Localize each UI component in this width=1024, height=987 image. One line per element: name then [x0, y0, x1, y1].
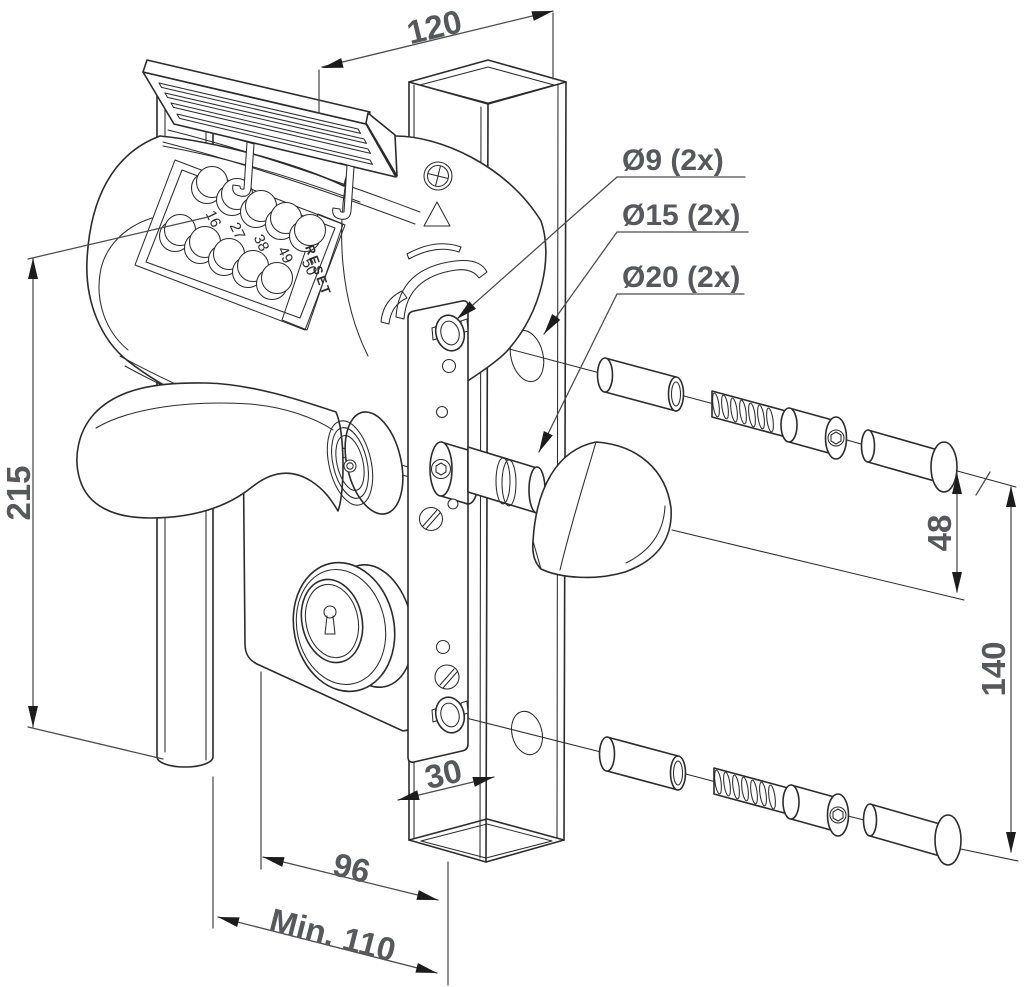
cover-cap-upper	[860, 429, 958, 493]
thumb-turn-knob	[531, 441, 672, 579]
spindle-and-knob	[467, 441, 672, 579]
fixation-lower	[598, 736, 962, 866]
socket-screw-lower	[713, 767, 850, 837]
reset-strip	[281, 213, 344, 331]
dim-96-label: 96	[330, 845, 374, 890]
leader-dia15: Ø15 (2x)	[543, 199, 749, 335]
spacer-sleeve-lower	[598, 736, 687, 791]
key-label-4-9: 49	[274, 244, 297, 266]
leader-dia20: Ø20 (2x)	[538, 261, 745, 453]
dim-30-label: 30	[421, 752, 465, 797]
key-label-5-0: 50	[298, 256, 321, 278]
dim-215-label: 215	[0, 465, 37, 520]
plate-stud-lower	[431, 696, 469, 734]
small-arc-slot	[406, 243, 462, 260]
label-dia9: Ø9 (2x)	[622, 144, 724, 177]
dim-min110: Min. 110	[212, 776, 438, 974]
handle-set-screw	[343, 459, 357, 473]
cover-latch-hooks	[232, 139, 355, 220]
spacer-sleeve-upper	[596, 357, 685, 412]
dim-48-label: 48	[921, 515, 958, 552]
cover-cap-lower	[862, 803, 962, 866]
mounting-plate	[407, 300, 480, 763]
keyhole	[323, 605, 337, 635]
slotted-screw-lower	[434, 664, 460, 690]
cover-rib-slots	[158, 82, 374, 165]
keypad: 16 27 38 49 50 RESET	[134, 159, 346, 331]
fixation-upper	[596, 357, 958, 493]
front-face-details	[380, 161, 488, 325]
lever-handle	[76, 382, 404, 519]
keypad-buttons	[158, 165, 327, 301]
dim-140-label: 140	[975, 641, 1012, 696]
large-arc-slot	[395, 259, 488, 320]
dim-min110-label: Min. 110	[266, 901, 400, 969]
slotted-screw-upper	[418, 506, 444, 532]
dim-215: 215	[0, 216, 209, 760]
dim-120-label: 120	[403, 2, 465, 51]
socket-screw-upper	[711, 390, 848, 460]
dim-140: 140	[975, 471, 1016, 853]
flip-cover	[142, 59, 421, 225]
plate-stud-upper	[431, 314, 469, 352]
leader-dia9: Ø9 (2x)	[456, 144, 746, 320]
key-label-3-8: 38	[250, 232, 273, 254]
label-dia20: Ø20 (2x)	[622, 261, 740, 294]
key-label-1-6: 16	[202, 208, 225, 230]
dim-30: 30	[397, 752, 495, 801]
label-dia15: Ø15 (2x)	[622, 199, 740, 232]
triangle-mark	[423, 201, 451, 227]
dim-96: 96	[260, 671, 449, 986]
dim-48: 48	[921, 473, 962, 593]
key-label-2-7: 27	[226, 220, 249, 242]
lock-cylinder	[292, 561, 414, 693]
